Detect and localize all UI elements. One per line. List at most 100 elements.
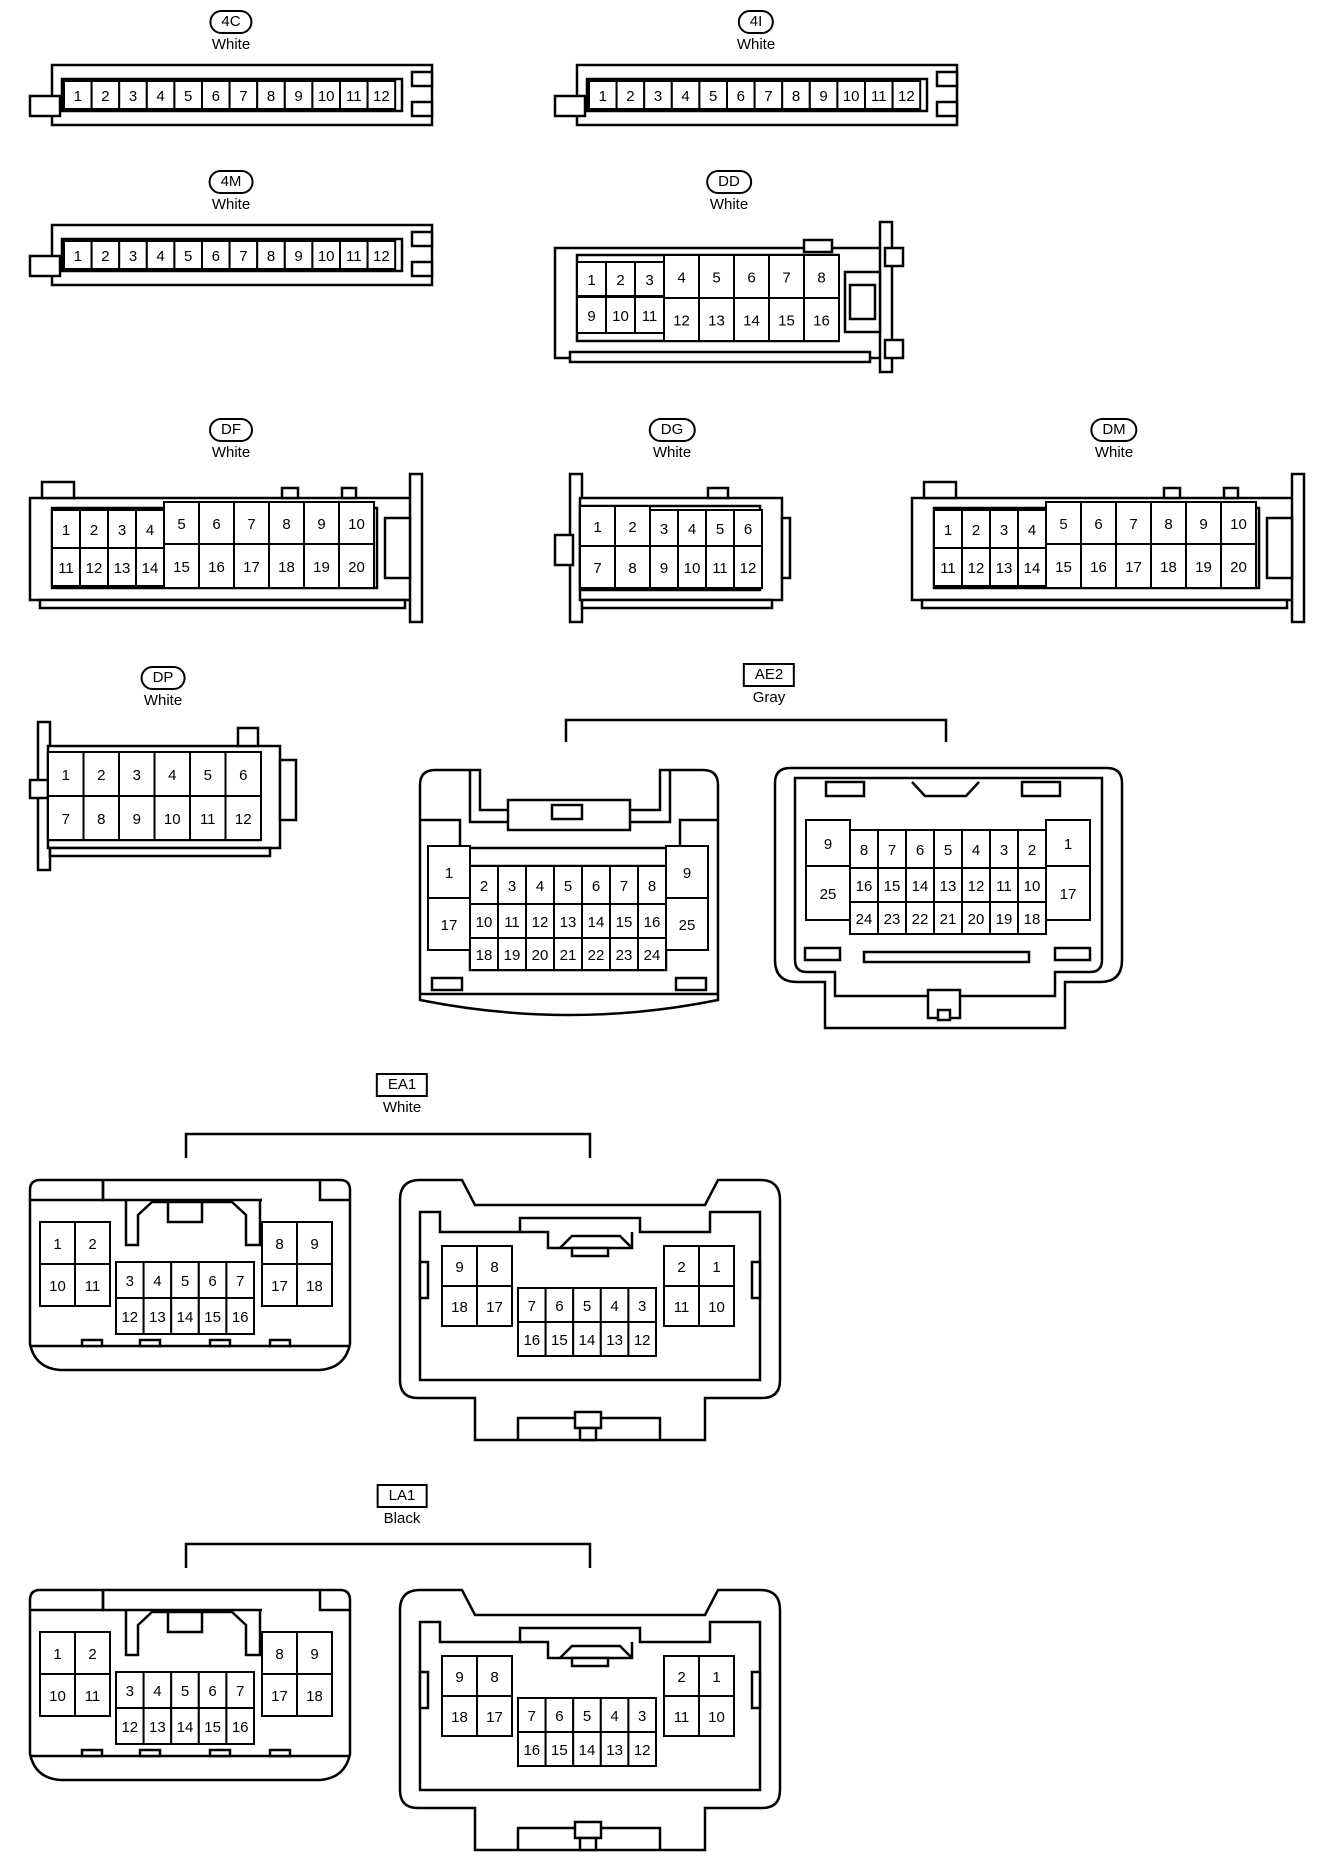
connector-code: AE2	[742, 663, 796, 687]
pin-cell: 2	[614, 505, 651, 547]
pin-cell: 2	[82, 751, 120, 797]
pin-number: 4	[688, 521, 696, 538]
pin-number: 18	[1160, 559, 1177, 576]
pin-cell: 13	[142, 1707, 173, 1745]
pin-number: 8	[275, 1646, 283, 1663]
pin-number: 1	[593, 519, 601, 536]
pin-number: 12	[968, 878, 985, 895]
pin-cell: 7	[877, 829, 907, 869]
pin-cell: 9	[118, 795, 156, 841]
pin-cell: 3	[118, 240, 148, 270]
pin-number: 1	[712, 1259, 720, 1276]
pin-number: 14	[1024, 560, 1041, 577]
pin-number: 15	[778, 313, 795, 330]
pin-cell: 6	[224, 751, 262, 797]
pin-number: 14	[142, 560, 159, 577]
pin-number: 2	[101, 88, 109, 105]
pin-cell: 6	[726, 80, 756, 110]
pin-cell: 4	[961, 829, 991, 869]
pin-number: 7	[888, 842, 896, 859]
pin-cell: 18	[296, 1263, 333, 1307]
pin-number: 19	[1195, 559, 1212, 576]
pin-number: 11	[996, 878, 1012, 895]
pin-cell: 4	[663, 254, 700, 299]
pin-cell: 12	[79, 547, 109, 587]
pin-cell: 2	[79, 509, 109, 549]
pin-number: 2	[626, 88, 634, 105]
pin-cell: 9	[283, 80, 314, 110]
pin-cell: 18	[296, 1673, 333, 1717]
pin-cell: 7	[228, 80, 259, 110]
pin-number: 11	[346, 88, 362, 105]
pin-cell: 9	[296, 1221, 333, 1265]
pin-cell: 15	[768, 297, 805, 342]
pin-cell: 1	[1045, 819, 1091, 867]
connector-color: Gray	[752, 689, 786, 706]
pin-number: 13	[708, 313, 725, 330]
connector-code: LA1	[376, 1484, 428, 1508]
pin-cell: 14	[581, 903, 611, 939]
pin-cell: 12	[961, 547, 991, 587]
pin-number: 10	[708, 1709, 725, 1726]
pin-number: 4	[681, 88, 689, 105]
pin-number: 8	[648, 878, 656, 895]
pin-number: 9	[587, 308, 595, 325]
connector-color: White	[382, 1099, 422, 1116]
pin-cell: 6	[197, 1261, 228, 1299]
pin-cell: 10	[311, 240, 341, 270]
pin-number: 14	[579, 1742, 596, 1759]
pin-cell: 24	[637, 937, 667, 971]
pin-number: 6	[916, 842, 924, 859]
pin-cell: 10	[39, 1673, 76, 1717]
pin-number: 1	[587, 272, 595, 289]
pin-number: 4	[146, 522, 154, 539]
pin-cell: 5	[553, 865, 583, 905]
pin-number: 9	[819, 88, 827, 105]
pin-number: 19	[504, 947, 521, 964]
pin-number: 15	[551, 1742, 568, 1759]
pin-cell: 10	[836, 80, 867, 110]
pin-number: 6	[208, 1273, 216, 1290]
pin-cell: 15	[197, 1707, 228, 1745]
pin-number: 15	[551, 1332, 568, 1349]
pin-cell: 7	[609, 865, 639, 905]
pin-cell: 5	[572, 1287, 602, 1323]
pin-cell: 12	[627, 1731, 658, 1767]
pin-cell: 5	[933, 829, 963, 869]
pin-number: 6	[1094, 516, 1102, 533]
pin-number: 6	[212, 88, 220, 105]
pin-number: 4	[610, 1708, 618, 1725]
pin-number: 16	[813, 313, 830, 330]
pin-cell: 11	[663, 1285, 700, 1327]
pin-number: 8	[282, 516, 290, 533]
pin-number: 4	[536, 878, 544, 895]
pin-cell: 4	[145, 240, 176, 270]
connector-color: White	[211, 36, 251, 53]
pin-cell: 10	[1220, 501, 1257, 545]
pin-cell: 6	[201, 80, 231, 110]
pin-number: 12	[740, 560, 757, 577]
pin-cell: 3	[649, 509, 679, 547]
pin-cell: 11	[74, 1263, 111, 1307]
pin-number: 11	[712, 560, 728, 577]
pin-number: 9	[317, 516, 325, 533]
pin-number: 7	[1129, 516, 1137, 533]
pin-number: 8	[267, 88, 275, 105]
pin-number: 2	[616, 272, 624, 289]
pin-number: 2	[88, 1236, 96, 1253]
pin-cell: 6	[733, 254, 770, 299]
pin-number: 13	[149, 1719, 166, 1736]
pin-cell: 11	[634, 296, 665, 334]
pin-cell: 3	[118, 751, 156, 797]
pin-cell: 16	[637, 903, 667, 939]
pin-cell: 22	[581, 937, 611, 971]
pin-cell: 18	[441, 1695, 478, 1737]
pin-number: 1	[944, 522, 952, 539]
pin-cell: 7	[768, 254, 805, 299]
pin-number: 3	[660, 521, 668, 538]
pin-number: 1	[74, 88, 82, 105]
pin-number: 17	[271, 1278, 288, 1295]
pin-cell: 15	[197, 1297, 228, 1335]
